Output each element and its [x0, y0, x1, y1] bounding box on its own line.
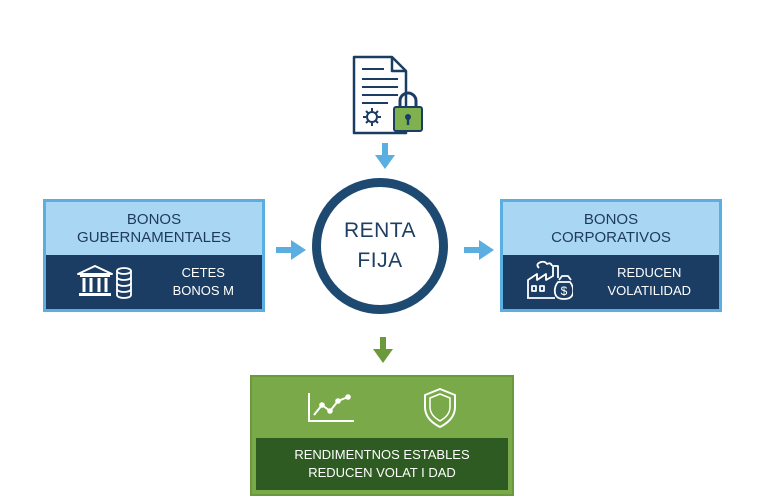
corporate-bonds-detail-text: REDUCEN VOLATILIDAD — [607, 264, 691, 300]
corporate-bonds-title-line2: CORPORATIVOS — [551, 228, 671, 246]
government-bonds-title: BONOS GUBERNAMENTALES — [46, 202, 262, 255]
arrow-down-top — [374, 143, 396, 169]
corporate-bonds-box: BONOS CORPORATIVOS $ REDUCEN VOLATILIDAD — [500, 199, 722, 312]
center-label-line2: FIJA — [357, 249, 403, 272]
stable-returns-band: RENDIMENTNOS ESTABLES REDUCEN VOLAT I DA… — [256, 438, 508, 490]
arrow-right-right — [464, 239, 494, 261]
detail-cetes: CETES — [181, 265, 225, 280]
fixed-income-circle: RENTA FIJA — [312, 178, 448, 314]
arrow-right-left — [276, 239, 306, 261]
factory-money-bag-icon: $ — [525, 260, 575, 307]
secure-document-icon — [348, 55, 426, 137]
detail-bonos-m: BONOS M — [172, 283, 234, 298]
corporate-bonds-title: BONOS CORPORATIVOS — [503, 202, 719, 255]
center-label-line1: RENTA — [343, 219, 417, 242]
shield-icon — [422, 387, 458, 434]
coin-stack-icon — [115, 267, 133, 304]
stable-returns-line2: REDUCEN VOLAT I DAD — [308, 465, 456, 480]
government-building-icon — [76, 265, 114, 304]
detail-reducen: REDUCEN — [617, 265, 682, 280]
government-bonds-title-line1: BONOS — [126, 210, 182, 228]
stable-returns-box: RENDIMENTNOS ESTABLES REDUCEN VOLAT I DA… — [250, 375, 514, 496]
detail-volatilidad: VOLATILIDAD — [607, 283, 691, 298]
arrow-down-bottom — [372, 337, 394, 363]
corporate-bonds-details: $ REDUCEN VOLATILIDAD — [503, 255, 719, 309]
stable-returns-line1: RENDIMENTNOS ESTABLES — [294, 447, 470, 462]
government-bonds-details: CETES BONOS M — [46, 255, 262, 309]
line-chart-icon — [306, 391, 356, 430]
government-bonds-title-line2: GUBERNAMENTALES — [77, 228, 231, 246]
government-bonds-box: BONOS GUBERNAMENTALES — [43, 199, 265, 312]
corporate-bonds-title-line1: BONOS — [583, 210, 639, 228]
svg-text:$: $ — [561, 284, 568, 298]
government-bonds-detail-text: CETES BONOS M — [173, 264, 234, 300]
